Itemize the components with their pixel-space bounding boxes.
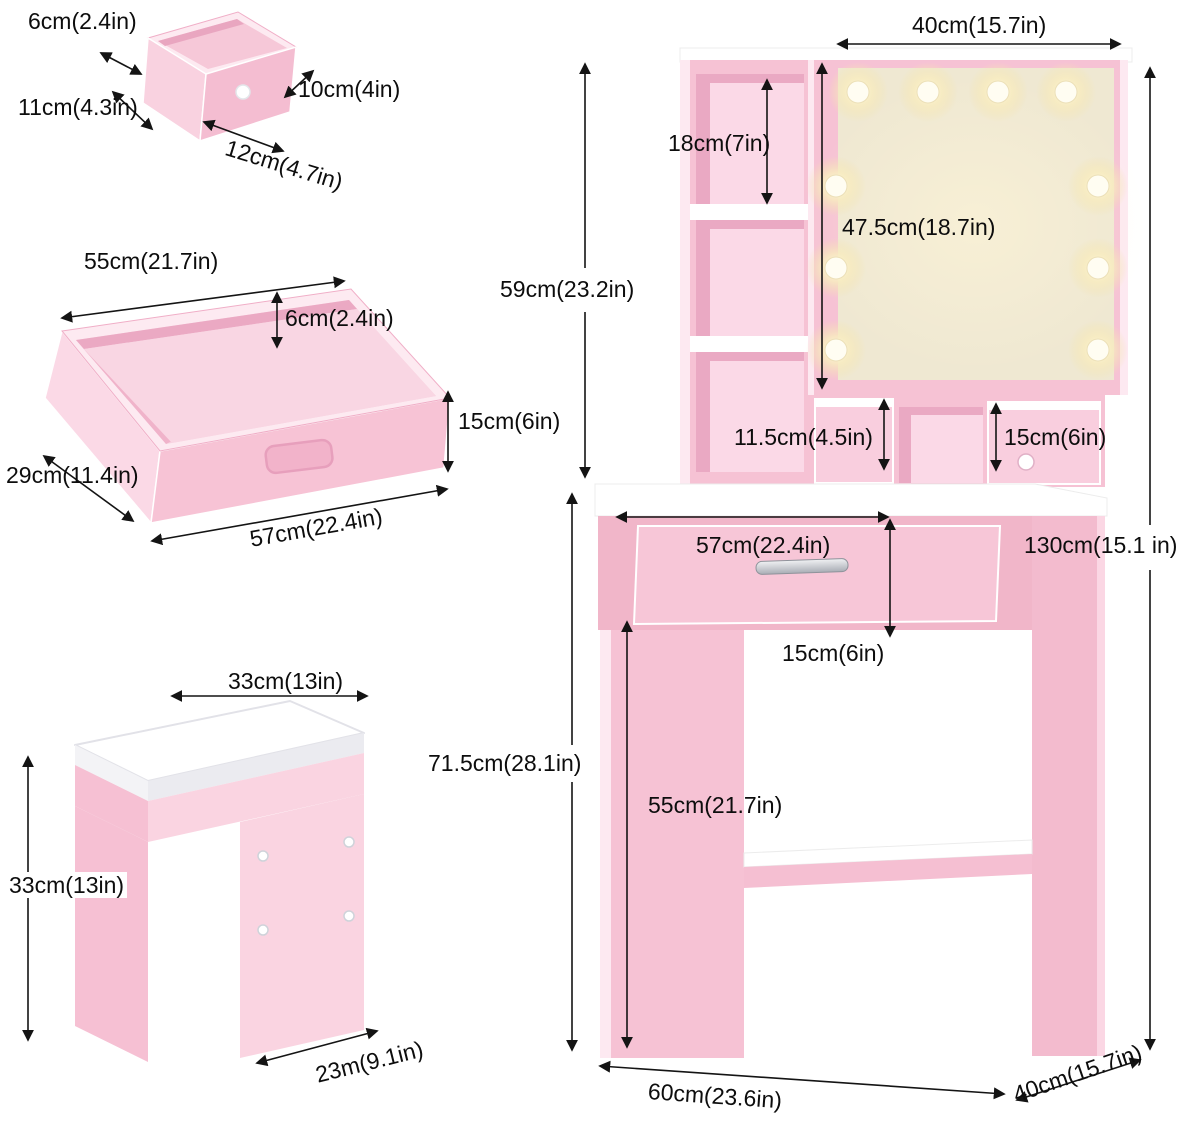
dim-arrow-small-drawer-width [202, 119, 285, 154]
dim-arrow-small-drawer-depth [283, 69, 315, 99]
small-drawer-knob-right [1017, 453, 1035, 471]
mirror-bulb [805, 155, 867, 217]
dim-stool-height: 33cm(13in) [6, 872, 128, 899]
big-drawer-front [632, 525, 1002, 626]
mirror-bulb [1067, 319, 1129, 381]
dim-arrow-small-drawer-height [99, 52, 143, 75]
stool-left-leg [75, 806, 148, 1062]
stool-screw [343, 910, 355, 922]
dim-right-small-drawer-height: 15cm(6in) [1004, 424, 1107, 450]
dim-arrow-small-drawer-side [111, 90, 154, 131]
mirror-bulb [897, 61, 959, 123]
dim-desktop-width: 57cm(22.4in) [696, 532, 831, 558]
vanity-mirror [805, 60, 1146, 395]
dim-left-small-drawer-height: 11.5cm(4.5in) [734, 424, 873, 450]
dim-arrow-main-drawer-outer-width [150, 484, 449, 546]
small-drawer-illustration [142, 11, 298, 143]
dim-small-drawer-side: 11cm(4.3in) [18, 94, 138, 120]
mirror-bulb [1035, 61, 1097, 123]
small-drawer-right [987, 401, 1101, 485]
vanity-drawer-unit [598, 516, 1034, 630]
dim-arrow-base-width [598, 1060, 1006, 1100]
dimension-arrows [22, 38, 1156, 1103]
drawer-handle [755, 558, 849, 575]
vanity-left-leg [600, 630, 744, 1058]
dim-main-drawer-side: 29cm(11.4in) [6, 462, 139, 488]
dim-mirror-width: 40cm(15.7in) [912, 12, 1047, 38]
dim-mirror-height: 47.5cm(18.7in) [842, 214, 996, 240]
dim-arrow-stool-depth [255, 1027, 379, 1067]
stool-illustration [68, 700, 365, 1062]
dim-table-height: 71.5cm(28.1in) [428, 750, 582, 776]
dim-leg-clearance: 55cm(21.7in) [648, 792, 783, 818]
vanity-illustration [594, 47, 1146, 1058]
dim-stool-width: 33cm(13in) [228, 668, 344, 694]
dim-top-cubby-height: 18cm(7in) [668, 130, 771, 156]
dim-arrow-main-drawer-side [42, 454, 135, 523]
dim-small-drawer-height: 6cm(2.4in) [28, 8, 137, 34]
dim-small-drawer-depth: 10cm(4in) [298, 76, 401, 102]
stool-screw [343, 836, 355, 848]
dim-total-height: 130cm(15.1 in) [1024, 532, 1178, 558]
stool-screw [257, 850, 269, 862]
dim-main-drawer-inner-width: 55cm(21.7in) [84, 248, 219, 274]
vanity-bottom-shelf [743, 839, 1033, 888]
dim-main-drawer-inner-height: 6cm(2.4in) [285, 305, 394, 331]
mirror-bulb [827, 61, 889, 123]
mirror-bulb [1067, 155, 1129, 217]
vanity-desktop [594, 483, 1108, 517]
vanity-right-panel [1032, 516, 1105, 1056]
dim-hutch-height: 59cm(23.2in) [500, 276, 635, 302]
dim-drawer-height: 15cm(6in) [782, 640, 885, 666]
small-drawer-knob [235, 84, 251, 100]
mirror-bulb [1067, 237, 1129, 299]
dim-arrow-base-depth [1015, 1057, 1142, 1103]
vanity-shelf-tower [680, 60, 812, 488]
stool-screw [257, 924, 269, 936]
large-drawer-handle [264, 438, 334, 475]
mirror-bulb [805, 319, 867, 381]
mirror-bulb [967, 61, 1029, 123]
stool-right-leg [240, 794, 364, 1058]
dim-main-drawer-front-height: 15cm(6in) [458, 408, 561, 434]
mirror-bulb [805, 237, 867, 299]
dim-arrow-main-drawer-inner-width [60, 276, 346, 323]
open-cubby [899, 407, 983, 483]
